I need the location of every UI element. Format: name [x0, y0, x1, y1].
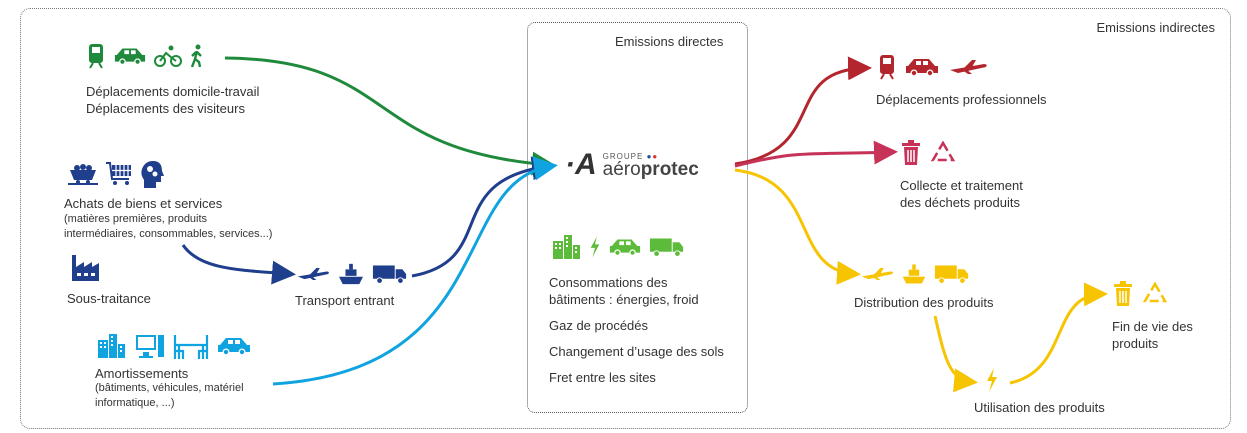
- buildings-consumption-label: Consommations des bâtiments : énergies, …: [549, 274, 699, 308]
- car-icon: [608, 237, 642, 257]
- business-travel-label: Déplacements professionnels: [876, 92, 1047, 107]
- inbound-transport-icons: [296, 262, 408, 286]
- ship-icon: [337, 262, 365, 286]
- commute-icons: [86, 42, 205, 70]
- shopping-cart-icon: [105, 161, 133, 187]
- commute-line: Déplacements domicile-travail: [86, 84, 260, 99]
- trash-icon: [900, 140, 922, 166]
- truck-icon: [649, 236, 685, 258]
- business-travel-icons: [877, 53, 989, 81]
- purchases-detail: (matières premières, produits intermédia…: [64, 212, 272, 242]
- visitors-line: Déplacements des visiteurs: [86, 101, 245, 116]
- depreciation-detail-2: informatique, ...): [95, 397, 175, 409]
- bike-icon: [154, 44, 182, 68]
- subcontracting-label: Sous-traitance: [67, 291, 151, 306]
- direct-emissions-frame: [527, 22, 748, 413]
- buildings-icon: [550, 235, 582, 259]
- computer-icon: [134, 333, 166, 359]
- land-use-change-label: Changement d’usage des sols: [549, 344, 724, 359]
- train-icon: [877, 53, 897, 81]
- mine-cart-icon: [68, 162, 98, 186]
- distribution-icons: [860, 262, 970, 286]
- direct-emissions-label: Emissions directes: [615, 34, 724, 49]
- purchases-detail-2: intermédiaires, consommables, services..…: [64, 228, 273, 240]
- waste-label: Collecte et traitement des déchets produ…: [900, 177, 1023, 211]
- walk-icon: [189, 44, 205, 68]
- trash-icon: [1112, 281, 1134, 307]
- recycle-icon: [1141, 281, 1169, 307]
- factory-icon: [70, 253, 100, 281]
- purchases-detail-1: (matières premières, produits: [64, 213, 208, 225]
- ship-icon: [901, 262, 927, 286]
- depreciation-title: Amortissements: [95, 366, 189, 381]
- waste-line2: des déchets produits: [900, 195, 1020, 210]
- logo-text: GROUPE ●● aéroprotec: [602, 151, 699, 180]
- end-of-life-line2: produits: [1112, 336, 1159, 351]
- depreciation-detail: (bâtiments, véhicules, matériel informat…: [95, 381, 244, 411]
- buildings-consumption-line2: bâtiments : énergies, froid: [549, 292, 699, 307]
- recycle-icon: [929, 140, 957, 166]
- logo-mark: ·A: [565, 148, 597, 181]
- buildings-consumption-line1: Consommations des: [549, 275, 668, 290]
- logo-group: GROUPE: [602, 151, 644, 161]
- waste-line1: Collecte et traitement: [900, 178, 1023, 193]
- depreciation-icons: [95, 333, 252, 359]
- bolt-icon: [985, 368, 999, 392]
- plane-icon: [947, 59, 989, 75]
- depreciation-detail-1: (bâtiments, véhicules, matériel: [95, 382, 244, 394]
- direct-icons: [550, 235, 685, 259]
- logo-name-b: protec: [640, 158, 699, 180]
- indirect-emissions-label: Emissions indirectes: [1096, 20, 1216, 35]
- train-icon: [86, 42, 106, 70]
- car-icon: [113, 46, 147, 66]
- plane-icon: [860, 267, 894, 281]
- inbound-transport-label: Transport entrant: [295, 293, 395, 308]
- car-icon: [216, 336, 252, 356]
- indirect-emissions-frame: [20, 8, 1231, 429]
- truck-icon: [372, 263, 408, 285]
- truck-icon: [934, 263, 970, 285]
- purchases-icons: [68, 160, 164, 188]
- logo-name-a: aéro: [602, 158, 641, 180]
- distribution-label: Distribution des produits: [854, 295, 994, 310]
- end-of-life-icons: [1112, 281, 1169, 307]
- process-gas-label: Gaz de procédés: [549, 318, 649, 333]
- bolt-icon: [589, 235, 601, 259]
- end-of-life-line1: Fin de vie des: [1112, 319, 1193, 334]
- inter-site-freight-label: Fret entre les sites: [549, 370, 656, 385]
- waste-icons: [900, 140, 957, 166]
- head-gears-icon: [140, 160, 164, 188]
- plane-icon: [296, 267, 330, 281]
- product-use-label: Utilisation des produits: [974, 400, 1105, 415]
- commute-label: Déplacements domicile-travail Déplacemen…: [86, 83, 259, 117]
- furniture-icon: [173, 333, 209, 359]
- car-icon: [904, 57, 940, 77]
- aeroprotec-logo: ·A GROUPE ●● aéroprotec: [565, 148, 699, 182]
- buildings-icon: [95, 334, 127, 358]
- purchases-title: Achats de biens et services: [64, 196, 223, 211]
- end-of-life-label: Fin de vie des produits: [1112, 318, 1193, 352]
